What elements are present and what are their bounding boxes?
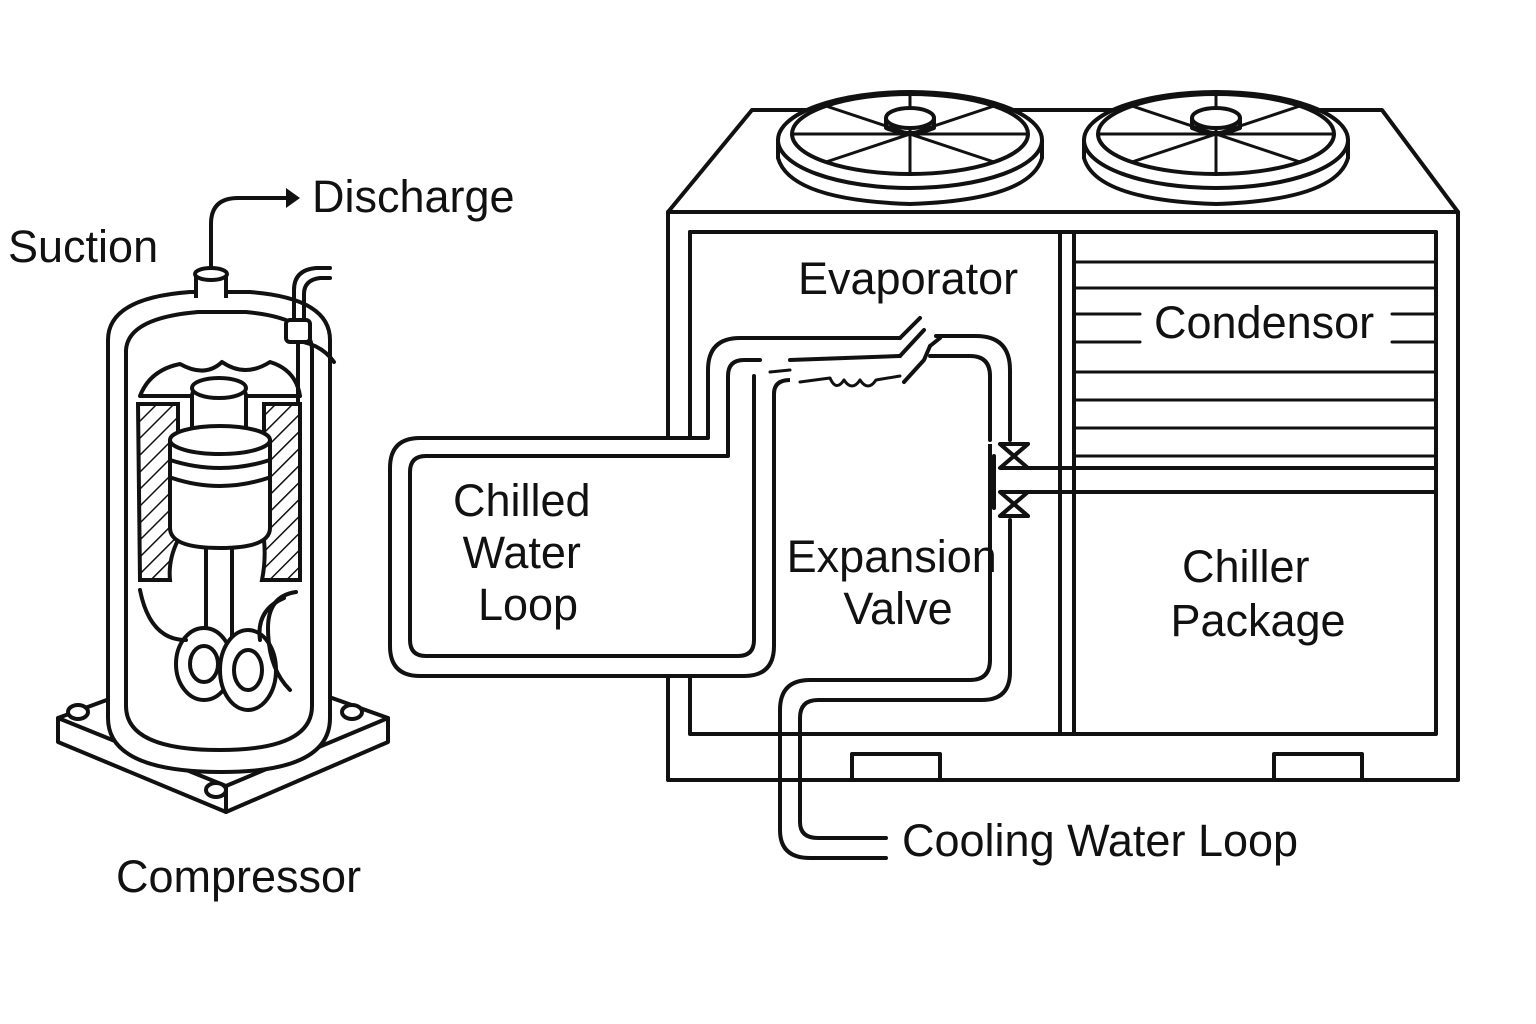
expansion-valve-line-2: Valve	[843, 583, 952, 634]
chilled-water-loop-line-2: Water	[463, 527, 581, 578]
fan-left	[776, 90, 1044, 206]
condensor-label: Condensor	[1154, 297, 1374, 348]
evaporator-coil	[758, 316, 942, 388]
chilled-water-loop-line-1: Chilled	[453, 475, 591, 526]
chiller-package-line-1: Chiller	[1182, 541, 1310, 592]
chiller-package-line-2: Package	[1170, 595, 1345, 646]
chiller-unit	[666, 108, 1460, 782]
chilled-water-loop-pipe	[388, 336, 791, 678]
evaporator-label: Evaporator	[798, 253, 1018, 304]
discharge-label: Discharge	[312, 171, 515, 222]
expansion-valve-line-1: Expansion	[787, 531, 997, 582]
suction-label: Suction	[8, 221, 158, 272]
expansion-valve-symbol	[988, 442, 1030, 520]
chilled-water-loop-label: Chilled Water Loop	[453, 475, 603, 630]
compressor	[56, 188, 390, 814]
cooling-water-loop-label: Cooling Water Loop	[902, 815, 1298, 866]
compressor-label: Compressor	[116, 851, 361, 902]
chiller-package-label: Chiller Package	[1170, 541, 1345, 646]
chilled-water-loop-line-3: Loop	[478, 579, 578, 630]
condensor-label-bg	[1146, 298, 1386, 354]
expansion-valve-label: Expansion Valve	[787, 531, 1010, 634]
fan-right	[1082, 90, 1350, 206]
refrigerant-pipe	[778, 334, 1012, 860]
